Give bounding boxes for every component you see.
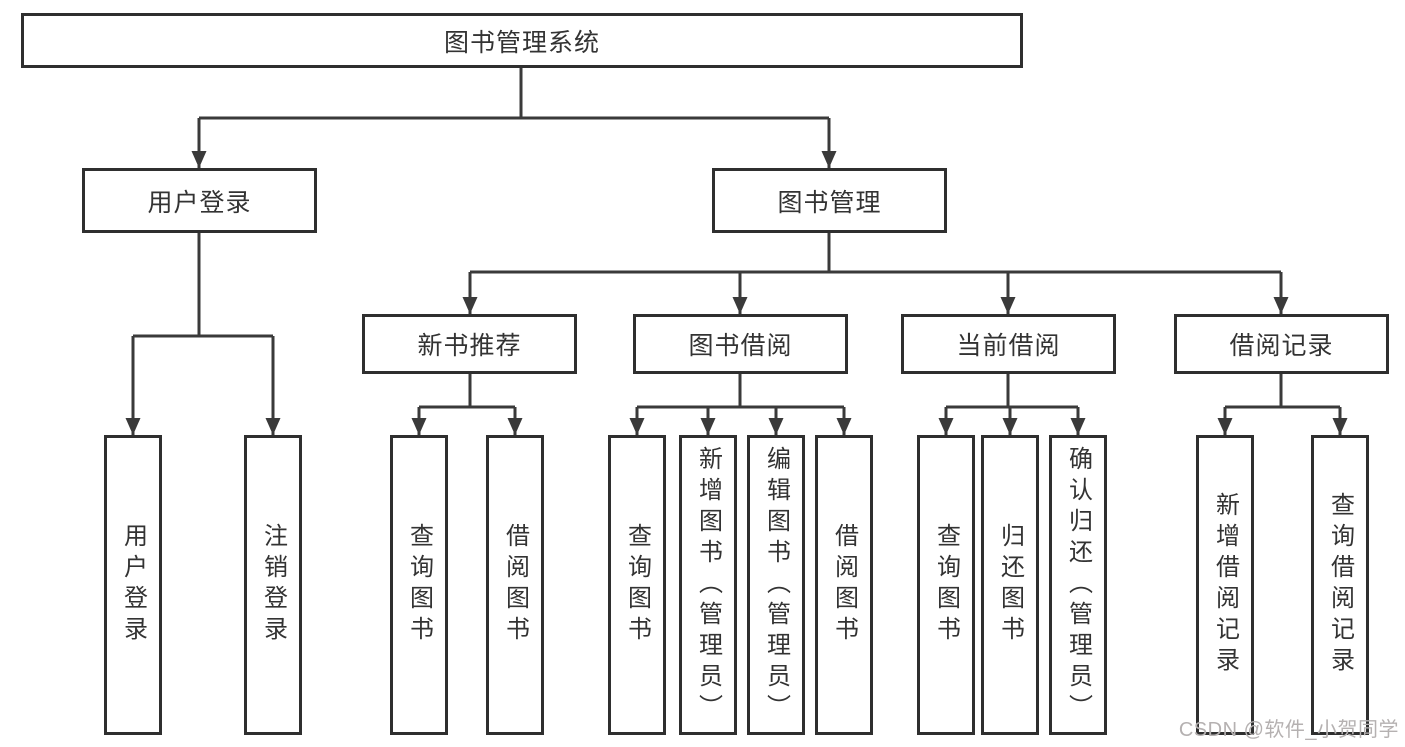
node-leaf-borrow-books: 借阅图书 (815, 435, 873, 735)
node-new-book-recommend: 新书推荐 (362, 314, 577, 374)
node-leaf-borrow-books-rec: 借阅图书 (486, 435, 544, 735)
node-leaf-logout: 注销登录 (244, 435, 302, 735)
node-book-borrowing: 图书借阅 (633, 314, 848, 374)
node-leaf-add-books-admin: 新增图书（管理员） (679, 435, 737, 735)
node-book-management-branch: 图书管理 (712, 168, 947, 233)
node-leaf-query-books-cur: 查询图书 (917, 435, 975, 735)
node-leaf-return-books: 归还图书 (981, 435, 1039, 735)
node-root: 图书管理系统 (21, 13, 1023, 68)
node-user-login-branch: 用户登录 (82, 168, 317, 233)
node-leaf-add-borrow-record: 新增借阅记录 (1196, 435, 1254, 735)
node-leaf-user-login: 用户登录 (104, 435, 162, 735)
node-leaf-query-books-borrow: 查询图书 (608, 435, 666, 735)
node-leaf-edit-books-admin: 编辑图书（管理员） (747, 435, 805, 735)
node-borrow-records: 借阅记录 (1174, 314, 1389, 374)
node-leaf-confirm-return: 确认归还（管理员） (1049, 435, 1107, 735)
node-leaf-query-borrow-record: 查询借阅记录 (1311, 435, 1369, 735)
node-leaf-query-books-rec: 查询图书 (390, 435, 448, 735)
node-current-borrowing: 当前借阅 (901, 314, 1116, 374)
